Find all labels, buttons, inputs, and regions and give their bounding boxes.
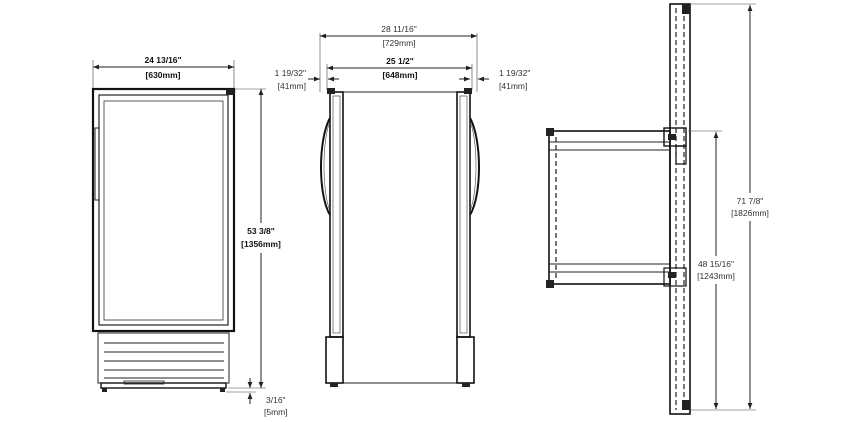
front-base <box>100 382 227 389</box>
side-top-bracket <box>663 127 687 147</box>
top-view: 28 11/16" [729mm] 25 1/2" [648mm] 1 19/3… <box>275 24 530 387</box>
front-height-metric: [1356mm] <box>241 239 281 249</box>
front-width-imperial: 24 13/16" <box>144 55 181 65</box>
top-body-width-imperial: 25 1/2" <box>386 56 414 66</box>
top-right-handle-imperial: 1 19/32" <box>499 68 530 78</box>
top-overall-width-metric: [729mm] <box>382 38 415 48</box>
top-left-base <box>325 336 344 384</box>
top-overall-width-imperial: 28 11/16" <box>381 24 416 34</box>
side-mount-height-metric: [1243mm] <box>697 271 735 281</box>
top-right-cap <box>464 88 472 94</box>
top-left-handle-imperial: 1 19/32" <box>275 68 306 78</box>
top-left-handle <box>320 117 331 216</box>
front-view: 24 13/16" [630mm] 53 3/8" [1356mm] 3/16" <box>91 55 288 417</box>
top-right-handle <box>469 117 480 216</box>
side-overall-height-imperial: 71 7/8" <box>737 196 764 206</box>
side-mount-height-imperial: 48 15/16" <box>698 259 734 269</box>
front-width-metric: [630mm] <box>146 70 181 80</box>
top-body-width-metric: [648mm] <box>383 70 418 80</box>
side-cabinet-box <box>548 130 671 285</box>
side-view: 71 7/8" [1826mm] 48 15/16" [1243mm] <box>546 3 772 415</box>
side-wall-strip <box>669 3 691 415</box>
front-top-hinge <box>226 89 234 95</box>
top-right-handle-metric: [41mm] <box>499 81 527 91</box>
front-foot-right <box>220 388 225 392</box>
side-bottom-bracket <box>663 267 687 287</box>
front-cabinet-frame <box>91 87 236 333</box>
front-height-imperial: 53 3/8" <box>247 226 275 236</box>
side-overall-height-metric: [1826mm] <box>731 208 769 218</box>
front-foot-imperial: 3/16" <box>266 395 286 405</box>
front-glass-panel <box>103 100 224 321</box>
front-door-handle <box>94 127 100 201</box>
front-foot-left <box>102 388 107 392</box>
front-door-frame <box>98 94 229 326</box>
front-foot-metric: [5mm] <box>264 407 288 417</box>
top-right-wall <box>456 91 471 338</box>
top-left-wall <box>329 91 344 338</box>
top-left-cap <box>327 88 335 94</box>
top-right-base <box>456 336 475 384</box>
top-left-handle-metric: [41mm] <box>278 81 306 91</box>
front-grille <box>97 332 230 384</box>
